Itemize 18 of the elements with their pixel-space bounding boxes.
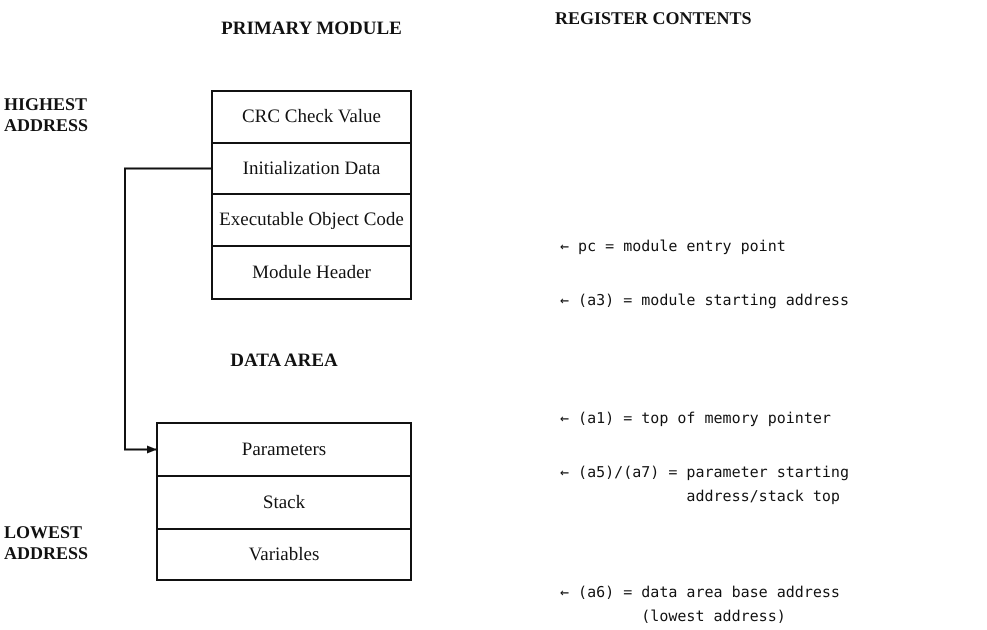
- memory-segment: Initialization Data: [211, 142, 412, 195]
- heading-label: REGISTER CONTENTS: [555, 8, 753, 29]
- memory-segment: Executable Object Code: [211, 193, 412, 247]
- section-heading: DATA AREA: [229, 350, 339, 372]
- register-note: ← (a1) = top of memory pointer: [560, 408, 832, 429]
- arrow: [124, 168, 211, 454]
- memory-segment: Parameters: [156, 422, 412, 477]
- section-heading: PRIMARY MODULE: [220, 18, 403, 40]
- register-note: ← (a3) = module starting address: [560, 290, 850, 311]
- heading-label: LOWEST ADDRESS: [4, 522, 90, 564]
- register-note: ← pc = module entry point: [560, 236, 787, 257]
- memory-segment: Module Header: [211, 245, 412, 300]
- memory-segment: Stack: [156, 475, 412, 530]
- memory-segment: Variables: [156, 528, 412, 581]
- memory-segment: CRC Check Value: [211, 90, 412, 144]
- register-note: ← (a5)/(a7) = parameter starting address/stack top: [560, 462, 850, 507]
- heading-label: HIGHEST ADDRESS: [4, 94, 90, 136]
- register-note: ← (a6) = data area base address (lowest address): [560, 582, 841, 627]
